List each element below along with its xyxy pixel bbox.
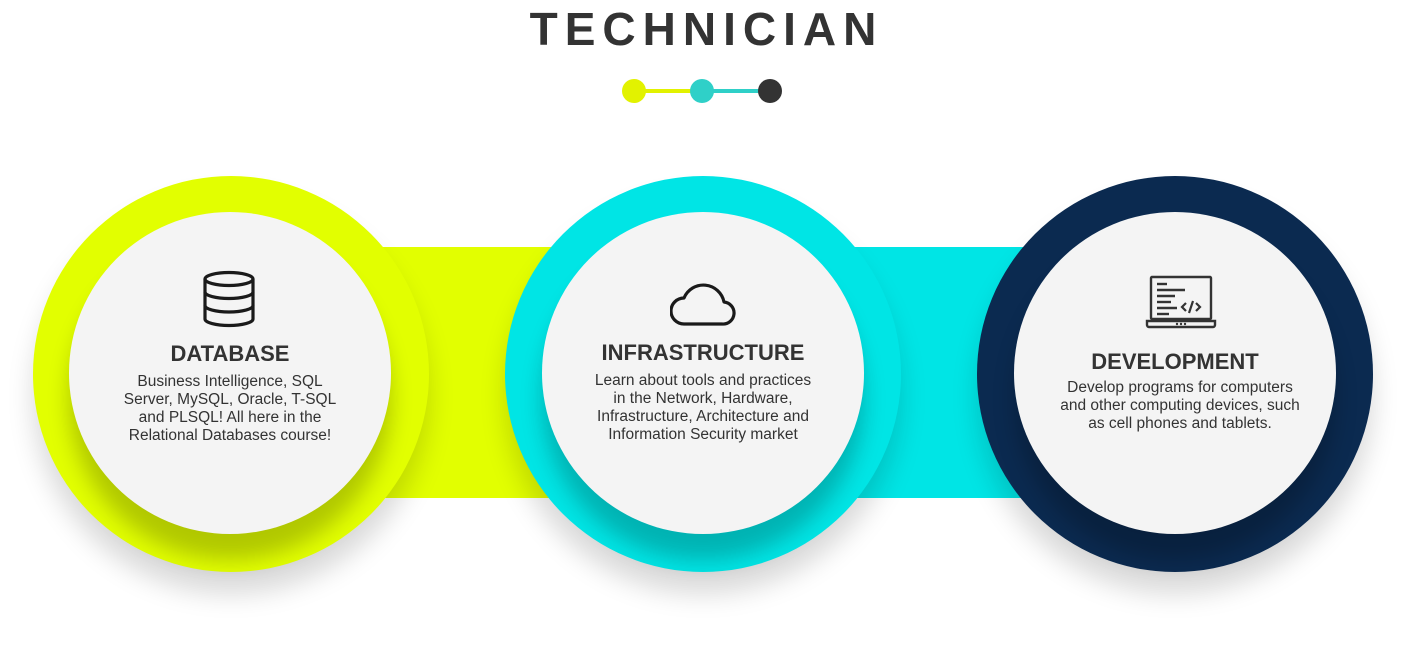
database-icon xyxy=(201,270,257,328)
step-description: Develop programs for computers and other… xyxy=(1060,379,1300,432)
step-card xyxy=(542,212,864,534)
page-title: TECHNICIAN xyxy=(529,3,884,55)
connector-line xyxy=(712,89,760,93)
progress-dots xyxy=(622,78,782,106)
step-heading: DEVELOPMENT xyxy=(1091,349,1259,374)
cloud-icon xyxy=(670,272,736,328)
step-description: Learn about tools and practices in the N… xyxy=(594,372,812,443)
step-heading: DATABASE xyxy=(170,341,290,366)
progress-dot xyxy=(622,79,646,103)
connector-line xyxy=(644,89,692,93)
step-card xyxy=(69,212,391,534)
progress-dot xyxy=(690,79,714,103)
step-card xyxy=(1014,212,1336,534)
laptop-code-icon xyxy=(1145,275,1217,333)
step-description: Business Intelligence, SQL Server, MySQL… xyxy=(123,373,337,444)
progress-dot xyxy=(758,79,782,103)
step-heading: INFRASTRUCTURE xyxy=(601,340,805,365)
